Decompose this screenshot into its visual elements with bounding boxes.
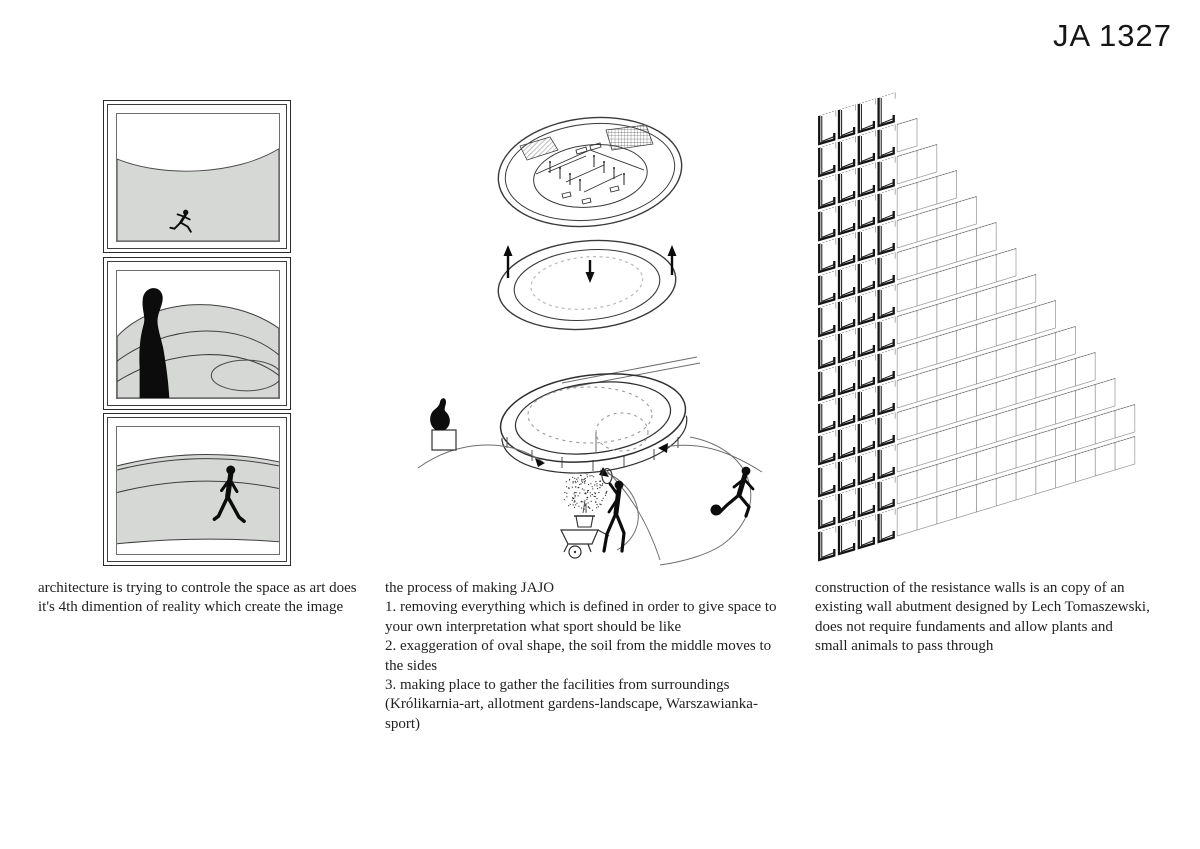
mound-contour-line <box>117 330 279 362</box>
stadium-oval-diagram <box>497 116 683 228</box>
painting-3-art <box>116 426 280 555</box>
football-icon <box>710 504 722 516</box>
caption-process-column: the process of making JAJO 1. removing e… <box>385 580 777 732</box>
oval-inner-ellipse <box>514 381 672 455</box>
outer-rim-ellipse <box>497 116 683 228</box>
footballer-figure-icon <box>710 466 755 518</box>
approach-arcs <box>417 436 763 566</box>
down-arrow-center <box>585 260 595 283</box>
framed-painting-3 <box>103 413 291 566</box>
framed-painting-1 <box>103 100 291 253</box>
gardener-figure-icon <box>601 467 626 553</box>
band-contour-line <box>117 480 279 494</box>
modular-wall-axonometric <box>818 92 1136 562</box>
stand-hatched-left <box>519 136 559 161</box>
painting-2-matte <box>107 261 287 406</box>
up-arrow-right <box>667 245 677 275</box>
sculpture-silhouette <box>139 288 170 398</box>
rim-tick-marks <box>506 437 679 471</box>
dashed-terrace-ellipse <box>527 386 653 444</box>
gray-field-shape <box>117 148 279 241</box>
goal-posts <box>549 155 625 191</box>
mound-contour-line <box>117 354 279 383</box>
inner-ring-ellipse <box>513 249 661 321</box>
foliage-stipple <box>563 474 608 512</box>
caption-construction-column: construction of the resistance walls is … <box>815 580 1150 655</box>
up-arrow-left <box>503 245 513 278</box>
arc-arrowheads <box>535 443 668 477</box>
band-bottom-line <box>117 538 279 545</box>
outer-ring-ellipse <box>497 239 677 331</box>
tree-wheelbarrow-icon <box>560 474 610 559</box>
stand-hatched-right <box>605 124 654 151</box>
painting-2-art <box>116 270 280 399</box>
painting-1-matte <box>107 104 287 249</box>
sport-field-lines <box>535 142 645 205</box>
oval-outer-ellipse <box>499 373 687 463</box>
caption-art-column: architecture is trying to controle the s… <box>38 580 357 616</box>
second-rim-ellipse <box>504 122 676 222</box>
rabbit-sculpture-icon <box>430 398 457 451</box>
inner-bowl-ellipse <box>533 144 648 208</box>
soil-movement-diagram <box>497 239 677 331</box>
walking-figure-icon <box>212 465 246 523</box>
oval-rim-side <box>501 411 688 474</box>
project-code: JA 1327 <box>1052 18 1172 53</box>
painting-1-art <box>116 113 280 242</box>
gray-band-shape <box>117 454 279 544</box>
oval-footprint-outline <box>210 359 279 392</box>
dashed-soil-ellipse <box>530 256 644 310</box>
gathering-facilities-diagram <box>417 356 763 566</box>
painting-3-matte <box>107 417 287 562</box>
framed-painting-2 <box>103 257 291 410</box>
running-figure-icon <box>169 209 192 233</box>
